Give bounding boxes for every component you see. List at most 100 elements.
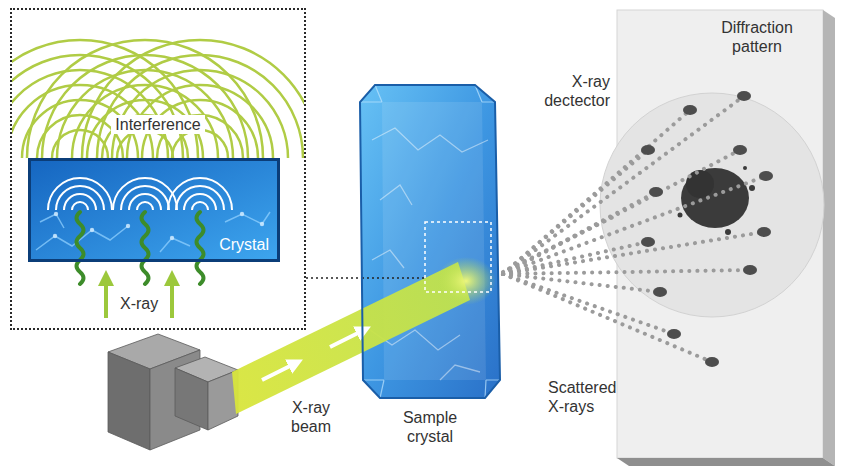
crystal-facets bbox=[360, 85, 500, 398]
scatter-arcs bbox=[56, 186, 104, 210]
beam-label: X-ray beam bbox=[280, 398, 342, 436]
scattered-rays bbox=[503, 150, 648, 274]
xray-arrows bbox=[106, 280, 172, 318]
diffraction-spots bbox=[667, 329, 681, 339]
crystal-band: Crystal bbox=[28, 158, 280, 262]
scatter-arcs bbox=[176, 186, 224, 210]
scattered-rays bbox=[503, 274, 674, 334]
beam-glow bbox=[436, 257, 496, 305]
central-spot bbox=[749, 185, 755, 191]
scattered-rays bbox=[503, 96, 744, 274]
beam-arrows bbox=[262, 364, 294, 380]
inset-caption: Interference bbox=[111, 115, 204, 134]
crystal-band-fill bbox=[28, 158, 280, 262]
crystal-outline bbox=[358, 82, 503, 460]
interference-arcs bbox=[72, 85, 218, 158]
diffraction-spots bbox=[757, 227, 771, 237]
scattered-rays bbox=[503, 176, 766, 274]
scatter-arcs bbox=[121, 186, 169, 210]
central-spot bbox=[686, 170, 714, 198]
sample-crystal-fill bbox=[360, 85, 500, 398]
xray-source bbox=[108, 352, 150, 450]
interference-arcs bbox=[97, 55, 303, 158]
diffraction-spots bbox=[641, 237, 655, 247]
scattered-rays bbox=[503, 274, 712, 362]
zoom-square bbox=[425, 222, 491, 292]
molecule-atoms bbox=[53, 234, 57, 238]
beam-arrows bbox=[262, 331, 362, 380]
beam-arrows bbox=[330, 331, 362, 347]
diffraction-spots bbox=[683, 105, 697, 115]
scatter-arcs bbox=[48, 178, 112, 210]
crystal-facets bbox=[360, 85, 500, 398]
crystal-molecules bbox=[380, 185, 412, 205]
detector-caption: Diffraction pattern bbox=[697, 18, 817, 56]
crystal-caption: Sample crystal bbox=[390, 408, 470, 446]
xray-waves bbox=[142, 212, 149, 284]
xray-waves bbox=[77, 212, 84, 284]
molecule-atoms bbox=[260, 222, 264, 226]
rays-label: Scattered X-rays bbox=[548, 378, 632, 416]
diffraction-spots bbox=[641, 91, 773, 367]
xray-label: X-ray bbox=[120, 294, 158, 313]
sample-crystal: Sample crystal bbox=[358, 82, 503, 460]
detector-body bbox=[617, 458, 835, 466]
scattered-rays bbox=[503, 232, 764, 274]
crystal-molecules bbox=[372, 128, 488, 152]
scatter-arcs bbox=[192, 202, 208, 210]
scattered-rays bbox=[503, 96, 766, 362]
molecule-atoms bbox=[54, 212, 58, 216]
crystal-label: Crystal bbox=[219, 235, 269, 254]
scattered-rays bbox=[503, 270, 750, 274]
xray-source bbox=[175, 368, 208, 430]
sample-crystal-fill bbox=[382, 102, 486, 380]
xray-beam bbox=[232, 262, 470, 414]
xray-source bbox=[108, 334, 238, 450]
zoom-leader bbox=[362, 277, 425, 279]
inset-box: InterferenceX-ray Crystal bbox=[10, 8, 306, 330]
scattered-rays bbox=[503, 192, 656, 274]
sample-crystal-fill bbox=[360, 85, 500, 398]
interference-arcs bbox=[172, 130, 228, 158]
molecule-lines bbox=[160, 238, 190, 252]
diffraction-spots bbox=[653, 287, 667, 297]
scatter-arcs bbox=[168, 178, 232, 210]
interference-arcs bbox=[12, 40, 304, 158]
xray-arrows bbox=[104, 280, 108, 318]
molecule-atoms bbox=[240, 212, 244, 216]
diffraction-spots bbox=[641, 145, 655, 155]
detector-label: X-ray dectector bbox=[530, 72, 610, 110]
scatter-arcs bbox=[129, 194, 161, 210]
interference-arcs bbox=[112, 70, 288, 158]
crystal-molecules bbox=[440, 365, 480, 380]
diffraction-spots bbox=[759, 171, 773, 181]
xray-waves bbox=[197, 212, 204, 284]
central-spot bbox=[743, 166, 747, 170]
interference-arcs bbox=[82, 40, 304, 158]
scatter-arcs bbox=[72, 202, 88, 210]
connector-line bbox=[306, 277, 358, 279]
diffraction-spots bbox=[737, 91, 751, 101]
scattered-rays bbox=[503, 242, 648, 274]
detector-body bbox=[823, 10, 835, 466]
molecule-atoms bbox=[170, 236, 174, 240]
scatter-arcs bbox=[48, 178, 232, 210]
central-spot bbox=[725, 229, 731, 235]
diffraction-spots bbox=[649, 187, 663, 197]
diffraction-spots bbox=[705, 357, 719, 367]
scatter-arcs bbox=[64, 194, 96, 210]
scatter-arcs bbox=[184, 194, 216, 210]
xray-waves bbox=[77, 212, 204, 284]
crystal-molecules bbox=[370, 128, 488, 380]
molecule-atoms bbox=[126, 224, 130, 228]
diffraction-spots bbox=[733, 145, 747, 155]
connector-line bbox=[503, 215, 617, 272]
molecule-lines bbox=[40, 214, 64, 228]
central-spot bbox=[678, 213, 683, 218]
diffraction-spots bbox=[743, 265, 757, 275]
scatter-arcs bbox=[137, 202, 153, 210]
